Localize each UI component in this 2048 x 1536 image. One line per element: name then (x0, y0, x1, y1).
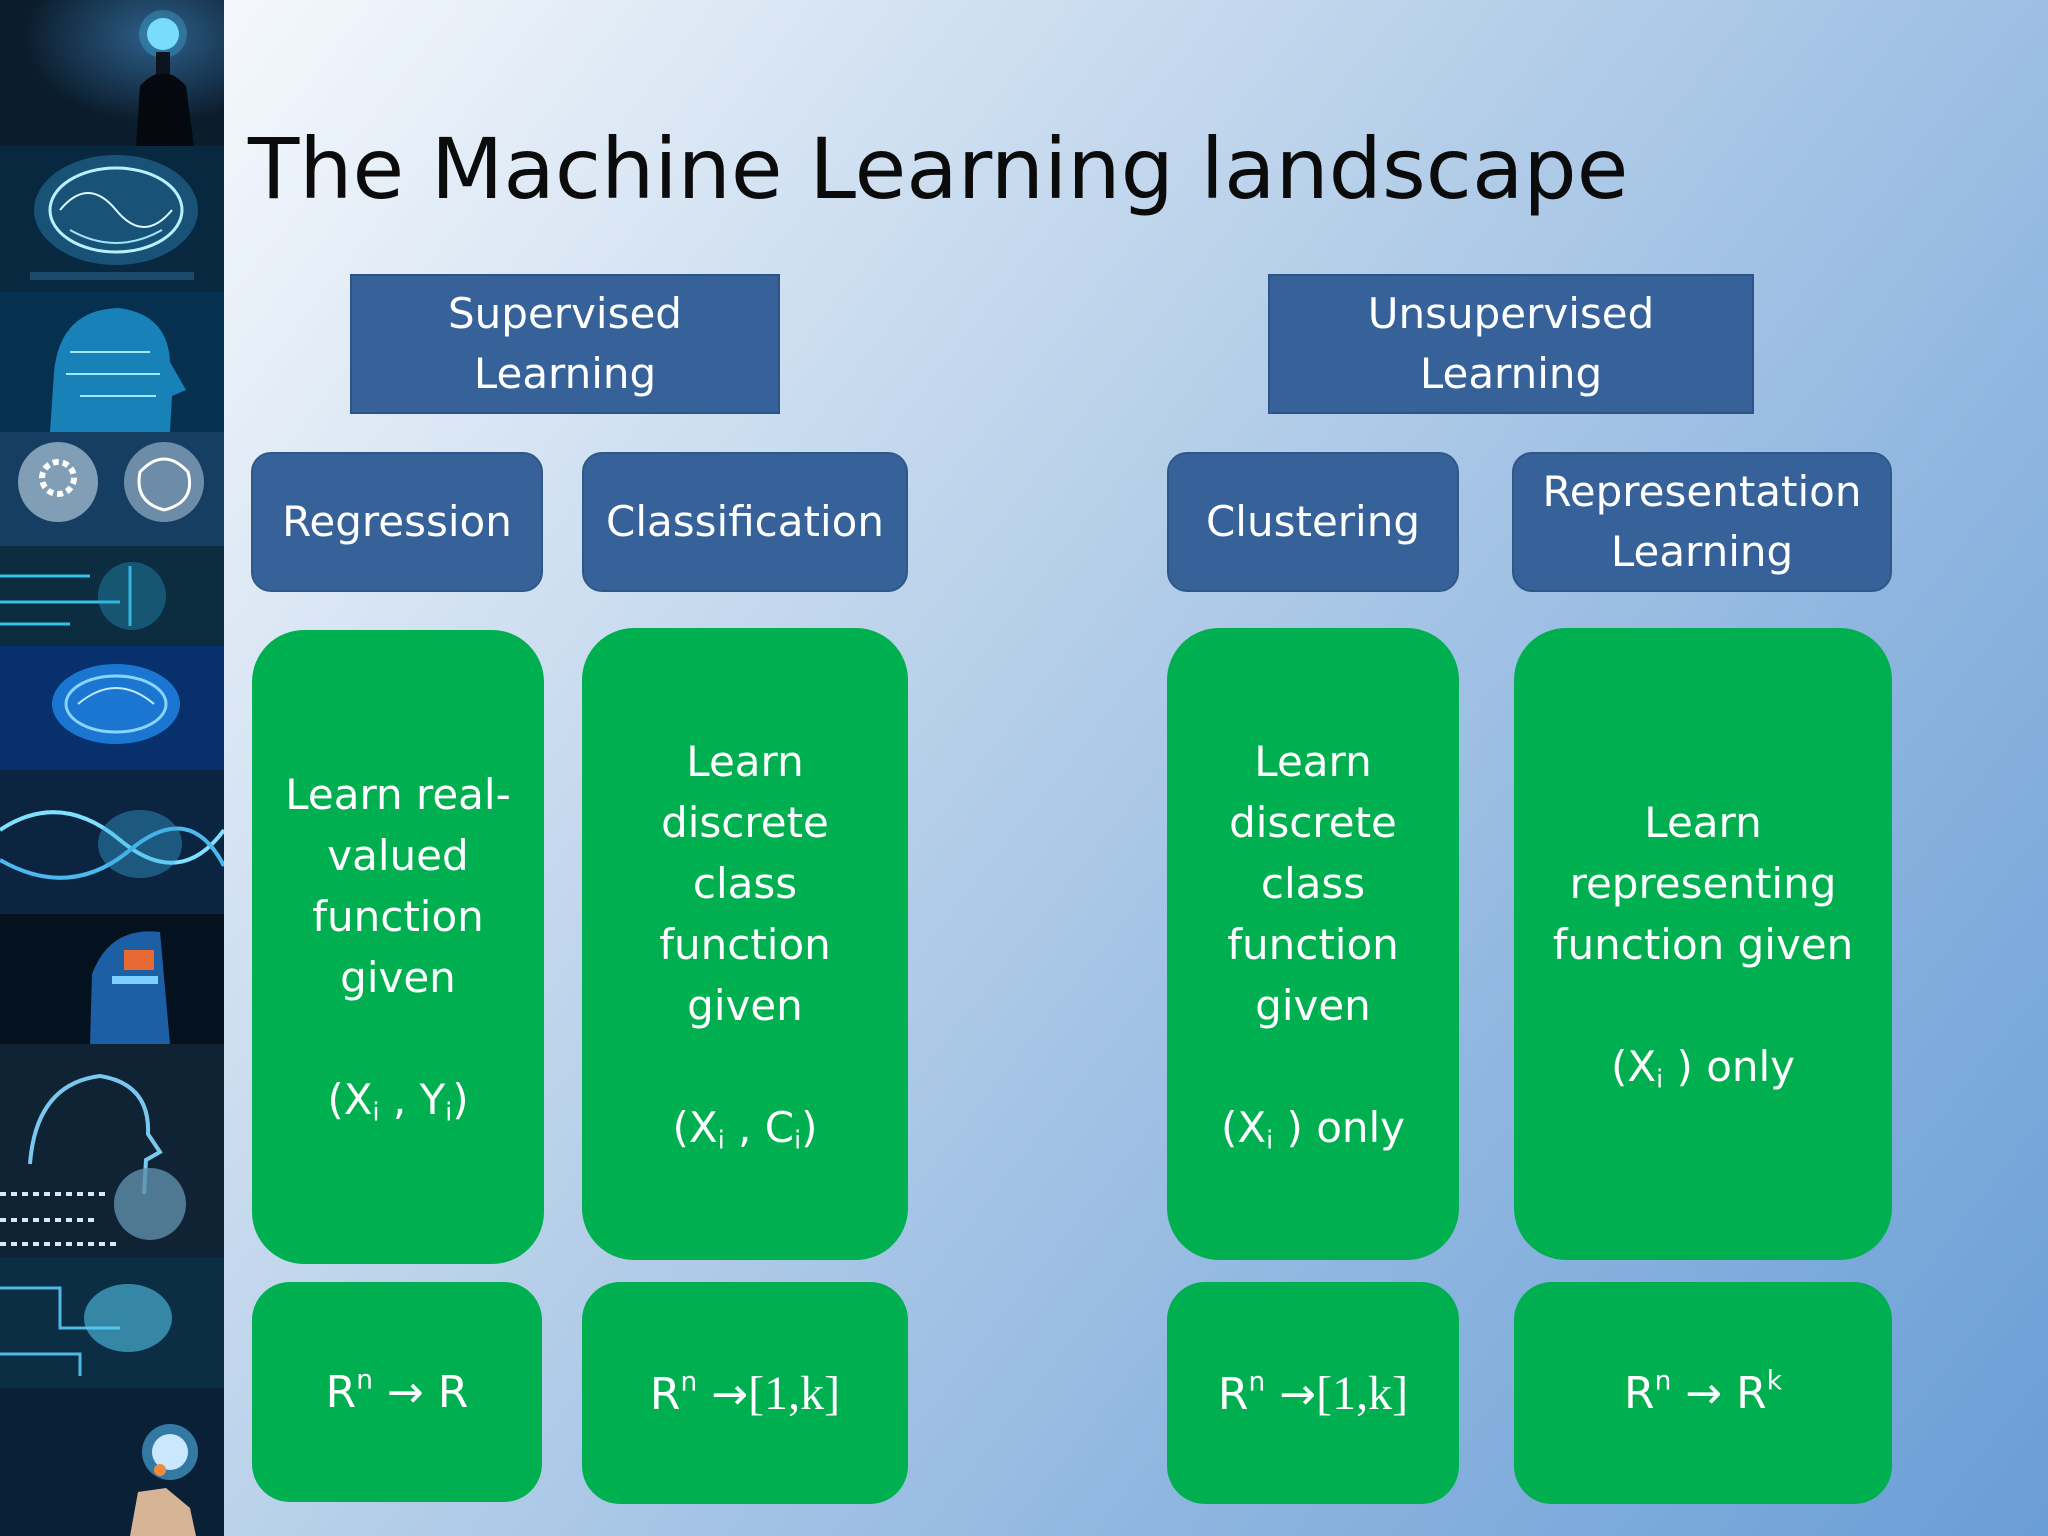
mapping-range: [1,k] (748, 1366, 841, 1420)
header-line: Supervised (448, 289, 682, 338)
clustering-mapping: Rn →[1,k] (1218, 1366, 1408, 1421)
formula-text: (X (327, 1075, 373, 1124)
representation-input-formula: (Xi ) only (1553, 1036, 1854, 1097)
formula-subscript: i (1656, 1063, 1664, 1093)
description-line: class (1260, 858, 1366, 908)
binary-head-image (0, 1044, 224, 1258)
description-line: given (1255, 980, 1371, 1030)
glowing-brain-image (0, 146, 224, 292)
classification-mapping: Rn →[1,k] (650, 1366, 840, 1421)
representation-mapping: Rn → Rk (1623, 1365, 1783, 1419)
representation-description-box: Learn representing function given (Xi ) … (1514, 628, 1892, 1260)
mapping-text: R (325, 1366, 357, 1418)
mapping-range: [1,k] (1316, 1366, 1409, 1420)
clustering-input-formula: (Xi ) only (1221, 1097, 1405, 1158)
formula-text: (X (1220, 1102, 1267, 1152)
mapping-text: R (1217, 1368, 1249, 1420)
formula-subscript: i (1266, 1124, 1274, 1154)
formula-text: (X (1610, 1041, 1657, 1091)
ai-face-blue-orange-image (0, 914, 224, 1044)
classification-box: Classification (582, 452, 908, 592)
mapping-text: → R (372, 1366, 469, 1418)
formula-text: , C (724, 1102, 795, 1152)
description-line: function (1227, 919, 1399, 969)
formula-text: ) only (1273, 1102, 1406, 1152)
description-line: representing (1569, 858, 1837, 908)
formula-subscript: i (372, 1097, 380, 1127)
header-line: Learning (1419, 349, 1603, 398)
formula-subscript: i (794, 1124, 802, 1154)
mapping-superscript: n (356, 1364, 373, 1396)
classification-input-formula: (Xi , Ci) (659, 1097, 831, 1158)
classification-description-box: Learn discrete class function given (Xi … (582, 628, 908, 1260)
description-line: discrete (1229, 797, 1397, 847)
category-label: Clustering (1205, 497, 1421, 546)
digital-head-profile-image (0, 292, 224, 432)
mapping-text: → (697, 1368, 749, 1420)
head-silhouette-image (0, 0, 224, 146)
formula-text: ) only (1663, 1041, 1796, 1091)
category-label: Classification (606, 497, 884, 546)
header-line: Unsupervised (1367, 289, 1655, 338)
circuit-face-image (0, 546, 224, 646)
regression-mapping-box: Rn → R (252, 1282, 542, 1502)
brain-hand-image (0, 1388, 224, 1536)
regression-box: Regression (251, 452, 543, 592)
mapping-text: R (649, 1368, 681, 1420)
description-line: function (312, 892, 484, 941)
gear-brain-heads-image (0, 432, 224, 546)
description-line: Learn (1254, 736, 1372, 786)
circuit-brain-image (0, 1258, 224, 1388)
formula-subscript: i (717, 1124, 725, 1154)
formula-text: (X (672, 1102, 718, 1152)
image-strip (0, 0, 224, 1536)
mapping-superscript: k (1766, 1365, 1783, 1397)
description-line: valued (327, 831, 469, 880)
mapping-text: → (1265, 1368, 1317, 1420)
blue-brain-image (0, 646, 224, 770)
mapping-superscript: n (1248, 1366, 1266, 1398)
category-label: Representation (1542, 467, 1862, 516)
clustering-description-box: Learn discrete class function given (Xi … (1167, 628, 1459, 1260)
neural-wires-image (0, 770, 224, 914)
formula-text: ) (452, 1075, 469, 1124)
classification-mapping-box: Rn →[1,k] (582, 1282, 908, 1504)
description-line: Learn real- (285, 770, 511, 819)
formula-text: , Y (379, 1075, 446, 1124)
header-line: Learning (473, 349, 657, 398)
category-label: Regression (282, 497, 512, 546)
description-line: function (659, 919, 831, 969)
description-line: class (692, 858, 798, 908)
category-label: Learning (1610, 527, 1794, 576)
clustering-box: Clustering (1167, 452, 1459, 592)
mapping-text: R (1623, 1367, 1655, 1419)
formula-subscript: i (445, 1097, 453, 1127)
page-title: The Machine Learning landscape (248, 120, 1629, 218)
mapping-text: → R (1671, 1367, 1767, 1419)
clustering-mapping-box: Rn →[1,k] (1167, 1282, 1459, 1504)
mapping-superscript: n (680, 1366, 698, 1398)
description-line: Learn (686, 736, 804, 786)
formula-text: ) (801, 1102, 818, 1152)
representation-mapping-box: Rn → Rk (1514, 1282, 1892, 1504)
description-line: function given (1552, 919, 1854, 969)
regression-mapping: Rn → R (325, 1364, 469, 1418)
regression-description-box: Learn real- valued function given (Xi , … (252, 630, 544, 1264)
description-line: Learn (1644, 797, 1762, 847)
mapping-superscript: n (1654, 1365, 1672, 1397)
regression-input-formula: (Xi , Yi) (285, 1069, 510, 1130)
description-line: discrete (661, 797, 829, 847)
description-line: given (340, 953, 456, 1002)
description-line: given (687, 980, 803, 1030)
